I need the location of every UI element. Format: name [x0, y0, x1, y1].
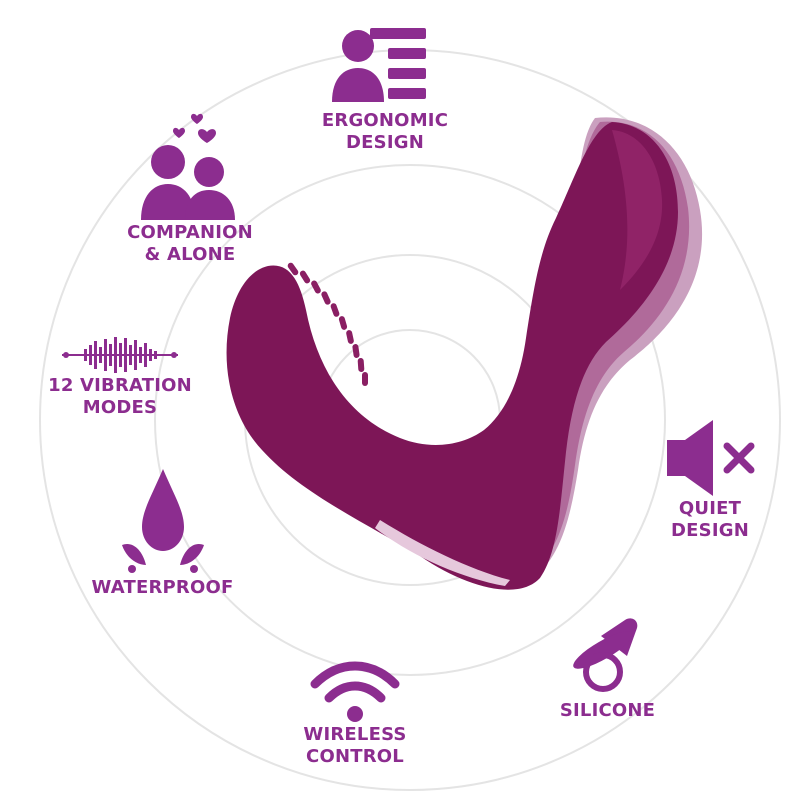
feature-wireless: WIRELESS CONTROL — [275, 660, 435, 768]
pacifier-icon — [572, 618, 637, 692]
couple-hearts-icon — [141, 113, 235, 220]
quiet-label: QUIET DESIGN — [671, 498, 749, 541]
wifi-icon — [310, 661, 400, 722]
water-drop-icon — [121, 469, 204, 573]
speaker-mute-icon — [667, 420, 755, 496]
sound-wave-icon — [62, 337, 178, 373]
feature-silicone: SILICONE — [535, 610, 680, 722]
silicone-label: SILICONE — [559, 700, 656, 721]
feature-ergonomic: ERGONOMIC DESIGN — [300, 20, 470, 154]
feature-companion: COMPANION & ALONE — [105, 110, 275, 266]
waterproof-label: WATERPROOF — [91, 577, 234, 598]
feature-vibration: 12 VIBRATION MODES — [30, 335, 210, 419]
feature-waterproof: WATERPROOF — [75, 465, 250, 599]
feature-quiet: QUIET DESIGN — [645, 418, 775, 542]
companion-label: COMPANION & ALONE — [127, 222, 253, 265]
person-list-icon — [332, 28, 426, 102]
wireless-label: WIRELESS CONTROL — [303, 724, 407, 767]
ergonomic-label: ERGONOMIC DESIGN — [321, 110, 449, 153]
vibration-label: 12 VIBRATION MODES — [48, 375, 192, 418]
